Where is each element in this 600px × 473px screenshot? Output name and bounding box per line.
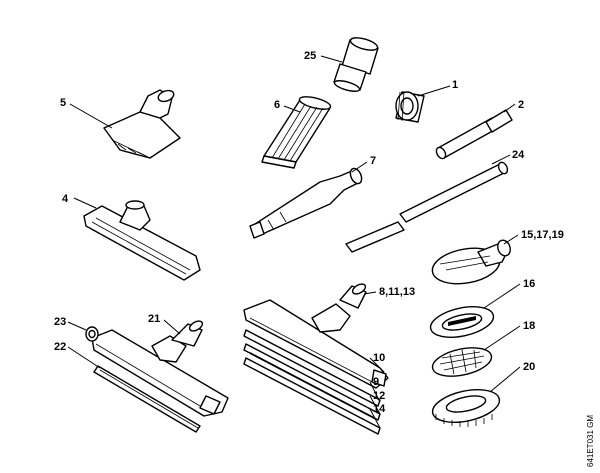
- part-25-adapter: [333, 37, 379, 92]
- part-18-oval-grid: [431, 347, 493, 377]
- part-16-oval-frame: [429, 306, 495, 338]
- callout-12: 12: [373, 390, 385, 402]
- part-2-tube: [435, 109, 513, 160]
- part-4-floor-nozzle: [83, 200, 201, 281]
- callout-20: 20: [523, 361, 535, 373]
- part-20-oval-brush: [431, 389, 501, 427]
- callout-labels: 25 1 2 24 7 6 5 4 15,17,19 16 18 20 8,11…: [54, 50, 564, 415]
- callout-7: 7: [370, 155, 376, 167]
- part-21-floor-nozzle-assembly: [85, 320, 229, 433]
- callout-24: 24: [512, 149, 525, 161]
- callout-9: 9: [373, 376, 379, 388]
- callout-25: 25: [304, 50, 316, 62]
- callout-1: 1: [452, 79, 458, 91]
- drawing-code: 641ET031 GM: [586, 415, 595, 467]
- callout-23: 23: [54, 316, 66, 328]
- part-8-wide-floor-nozzle: [243, 283, 389, 435]
- callout-15-17-19: 15,17,19: [521, 229, 564, 241]
- callout-8-11-13: 8,11,13: [379, 286, 415, 298]
- part-24-crevice-tube: [345, 161, 509, 253]
- part-1-connector: [395, 91, 425, 123]
- callout-2: 2: [518, 99, 524, 111]
- part-15-dusting-brush: [431, 239, 511, 285]
- callout-6: 6: [274, 99, 280, 111]
- callout-10: 10: [373, 352, 385, 364]
- callout-5: 5: [60, 97, 66, 109]
- callout-18: 18: [523, 320, 535, 332]
- part-7-crevice-nozzle: [249, 167, 363, 239]
- callout-16: 16: [523, 278, 535, 290]
- callout-14: 14: [373, 403, 386, 415]
- part-6-ribbed-nozzle: [261, 96, 332, 169]
- callout-4: 4: [62, 193, 69, 205]
- part-5-small-nozzle: [103, 89, 181, 159]
- callout-21: 21: [148, 313, 160, 325]
- callout-22: 22: [54, 341, 66, 353]
- leader-lines: [67, 55, 521, 429]
